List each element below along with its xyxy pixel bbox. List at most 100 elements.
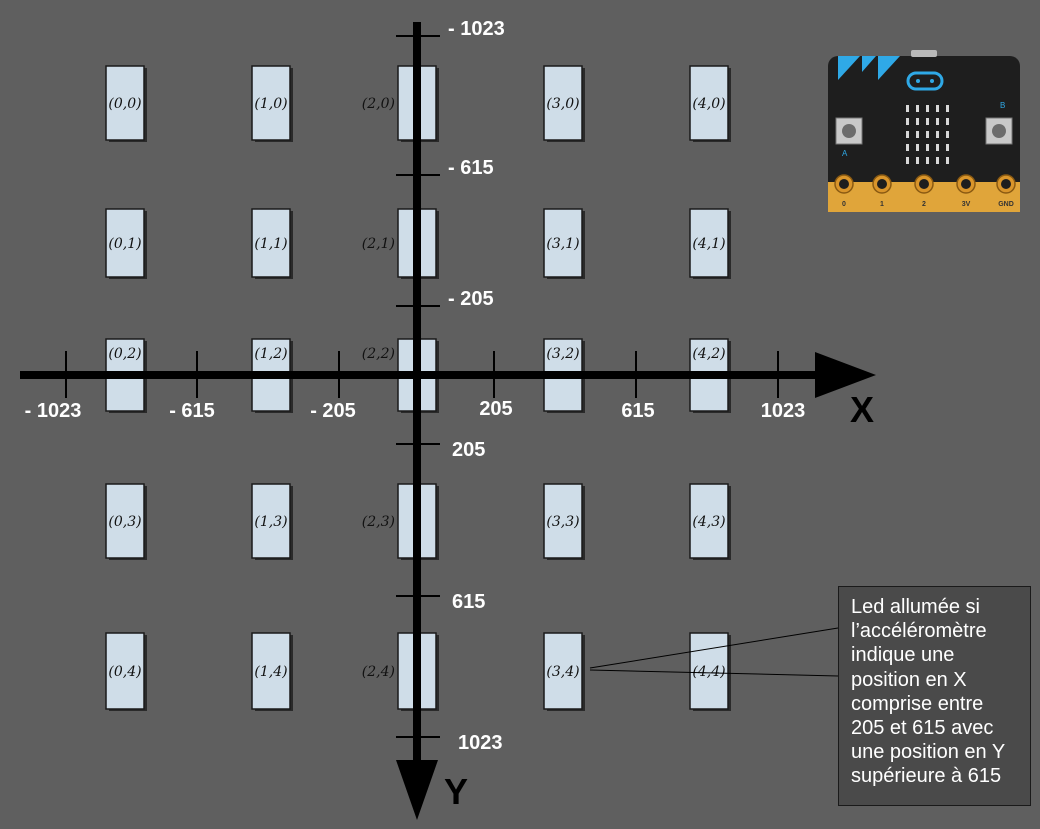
led-body [105, 65, 145, 141]
y-tick-label: - 1023 [448, 18, 505, 40]
led-label: (3,1) [546, 236, 579, 252]
y-tick-label: - 205 [448, 288, 494, 310]
led-label: (2,3) [362, 514, 395, 530]
led-label: (0,0) [108, 96, 141, 112]
matrix-led-icon [936, 105, 939, 112]
x-axis-arrowhead [815, 352, 876, 398]
matrix-led-icon [926, 144, 929, 151]
matrix-led-icon [946, 157, 949, 164]
led-label: (1,2) [254, 346, 287, 362]
corner-accent-icon [878, 56, 900, 80]
pin-hole-icon [1001, 179, 1011, 189]
matrix-led-icon [946, 131, 949, 138]
led-4-1: (4,1) [689, 208, 731, 279]
x-tick-label: - 1023 [25, 400, 82, 422]
matrix-led-icon [916, 118, 919, 125]
led-label: (2,0) [362, 96, 395, 112]
led-label: (4,0) [692, 96, 725, 112]
led-label: (3,4) [546, 664, 579, 680]
callout-pointer-line-top [589, 627, 839, 669]
led-3-3: (3,3) [543, 483, 585, 560]
y-axis-arrowhead [396, 760, 438, 820]
microbit-board: A B 0 1 2 3V GND [828, 50, 1020, 212]
y-tick-label: - 615 [448, 157, 494, 179]
callout-pointer [589, 627, 839, 677]
pin-label: GND [998, 201, 1014, 208]
matrix-led-icon [906, 131, 909, 138]
button-b-icon [992, 124, 1006, 138]
matrix-led-icon [916, 144, 919, 151]
led-3-4: (3,4) [543, 632, 585, 711]
matrix-led-icon [906, 105, 909, 112]
led-body [251, 208, 291, 278]
led-label: (3,0) [546, 96, 579, 112]
pin-label: 2 [922, 201, 926, 208]
usb-connector-icon [911, 50, 937, 57]
led-body [105, 632, 145, 710]
matrix-led-icon [916, 105, 919, 112]
led-body [543, 208, 583, 278]
led-label: (0,4) [108, 664, 141, 680]
matrix-led-icon [936, 118, 939, 125]
matrix-led-icon [916, 157, 919, 164]
button-b-label: B [1000, 101, 1005, 110]
x-tick-label: 615 [621, 400, 654, 422]
pin-hole-icon [919, 179, 929, 189]
led-label: (1,4) [254, 664, 287, 680]
matrix-led-icon [926, 118, 929, 125]
matrix-led-icon [946, 105, 949, 112]
led-1-0: (1,0) [251, 65, 293, 142]
logo-dot-icon [916, 79, 920, 83]
pin-label: 0 [842, 201, 846, 208]
matrix-led-icon [926, 131, 929, 138]
led-label: (0,1) [108, 236, 141, 252]
matrix-led-icon [906, 144, 909, 151]
led-0-4: (0,4) [105, 632, 147, 711]
led-1-3: (1,3) [251, 483, 293, 560]
led-label: (4,2) [692, 346, 725, 362]
led-label: (2,1) [362, 236, 395, 252]
callout-box: Led allumée si l’accéléromètre indique u… [838, 586, 1031, 806]
x-tick-label: 1023 [761, 400, 806, 422]
led-body [689, 208, 729, 278]
led-3-0: (3,0) [543, 65, 585, 142]
x-tick-label: - 615 [169, 400, 215, 422]
callout-pointer-line-bottom [589, 669, 839, 677]
led-label: (4,1) [692, 236, 725, 252]
matrix-led-icon [916, 131, 919, 138]
led-4-0: (4,0) [689, 65, 731, 142]
led-label: (0,3) [108, 514, 141, 530]
led-label: (2,4) [362, 664, 395, 680]
led-label: (1,0) [254, 96, 287, 112]
led-body [689, 632, 729, 710]
led-2-3: (2,3) [362, 483, 439, 560]
led-2-1: (2,1) [362, 208, 439, 279]
led-body [105, 208, 145, 278]
led-body [251, 632, 291, 710]
corner-accent-icon [862, 56, 876, 72]
led-label: (1,1) [254, 236, 287, 252]
led-0-0: (0,0) [105, 65, 147, 142]
matrix-led-icon [946, 118, 949, 125]
led-label: (1,3) [254, 514, 287, 530]
led-body [689, 483, 729, 559]
led-4-3: (4,3) [689, 483, 731, 560]
led-0-3: (0,3) [105, 483, 147, 560]
led-body [105, 483, 145, 559]
x-tick-label: - 205 [310, 400, 356, 422]
led-2-4: (2,4) [362, 632, 439, 711]
pin-label: 1 [880, 201, 884, 208]
microbit-led-matrix [906, 105, 949, 164]
matrix-led-icon [906, 118, 909, 125]
led-1-1: (1,1) [251, 208, 293, 279]
y-tick-label: 1023 [458, 732, 503, 754]
led-label: (4,3) [692, 514, 725, 530]
pin-label: 3V [962, 201, 971, 208]
matrix-led-icon [936, 144, 939, 151]
led-2-0: (2,0) [362, 65, 439, 142]
button-a-label: A [842, 149, 848, 158]
led-body [543, 483, 583, 559]
pin-hole-icon [961, 179, 971, 189]
